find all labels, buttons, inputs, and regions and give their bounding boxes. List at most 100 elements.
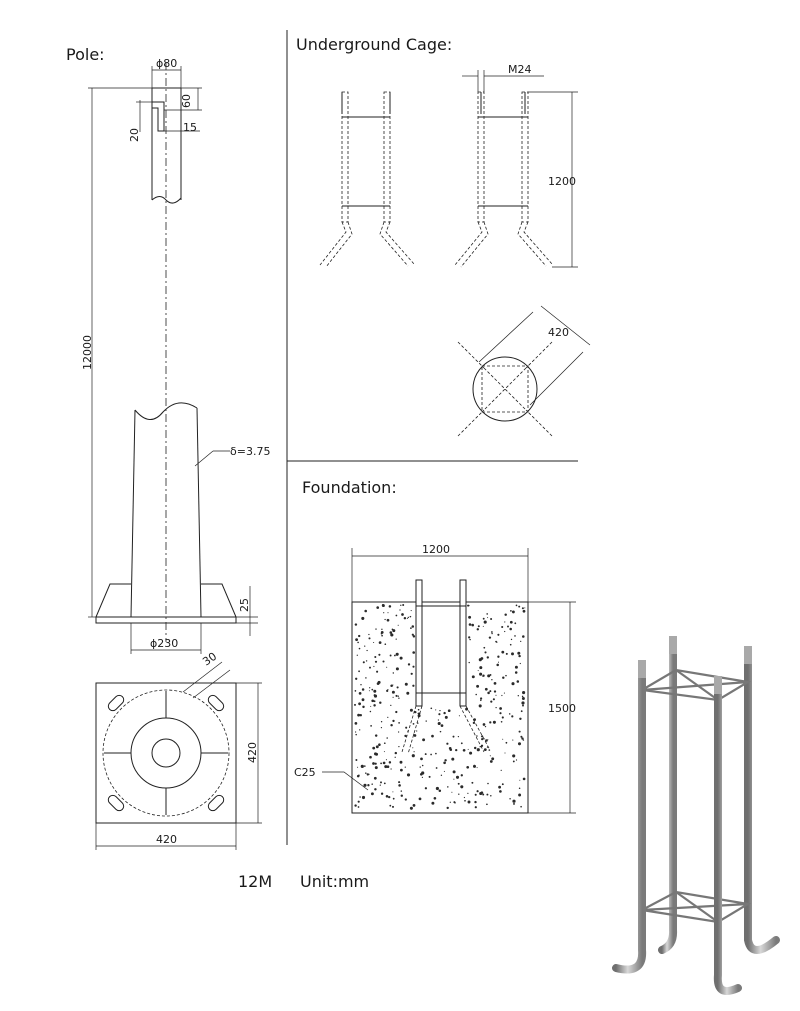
concrete-speck bbox=[520, 710, 523, 713]
concrete-speck bbox=[433, 796, 437, 800]
concrete-speck bbox=[452, 770, 456, 774]
concrete-speck bbox=[453, 778, 455, 780]
concrete-speck bbox=[485, 739, 488, 742]
concrete-speck bbox=[471, 623, 475, 627]
concrete-speck bbox=[359, 729, 361, 731]
concrete-speck bbox=[501, 650, 505, 654]
concrete-speck bbox=[521, 697, 525, 700]
concrete-speck bbox=[483, 748, 487, 752]
concrete-speck bbox=[490, 617, 493, 621]
concrete-speck bbox=[521, 695, 524, 698]
concrete-speck bbox=[522, 777, 526, 781]
concrete-grade-label: C25 bbox=[294, 766, 316, 779]
concrete-speck bbox=[479, 697, 483, 700]
concrete-speck bbox=[394, 751, 397, 755]
concrete-speck bbox=[392, 696, 394, 698]
concrete-speck bbox=[503, 692, 505, 694]
concrete-speck bbox=[391, 805, 395, 808]
concrete-speck bbox=[479, 746, 481, 748]
concrete-speck bbox=[362, 661, 365, 664]
concrete-speck bbox=[371, 783, 373, 785]
concrete-speck bbox=[392, 684, 394, 686]
foundation-width-label: 1200 bbox=[422, 543, 450, 556]
foundation-section bbox=[351, 579, 529, 814]
cage-elevation-left bbox=[319, 91, 415, 268]
concrete-speck bbox=[406, 691, 410, 695]
concrete-speck bbox=[443, 770, 445, 772]
concrete-speck bbox=[515, 759, 518, 761]
concrete-speck bbox=[492, 720, 496, 724]
concrete-speck bbox=[476, 735, 478, 737]
concrete-speck bbox=[440, 774, 443, 776]
concrete-speck bbox=[458, 715, 460, 717]
concrete-speck bbox=[451, 791, 453, 793]
concrete-speck bbox=[398, 722, 400, 724]
concrete-speck bbox=[403, 616, 407, 620]
concrete-speck bbox=[354, 722, 358, 725]
concrete-speck bbox=[357, 641, 359, 644]
pole-title: Pole: bbox=[66, 45, 105, 64]
concrete-speck bbox=[477, 625, 480, 628]
concrete-speck bbox=[484, 687, 488, 691]
concrete-speck bbox=[480, 657, 484, 660]
concrete-speck bbox=[386, 765, 390, 768]
concrete-speck bbox=[368, 690, 370, 692]
cage-elevation-right bbox=[454, 91, 553, 268]
concrete-speck bbox=[360, 764, 364, 768]
concrete-speck bbox=[378, 743, 381, 746]
concrete-speck bbox=[469, 638, 471, 641]
concrete-speck bbox=[368, 633, 370, 636]
concrete-speck bbox=[406, 617, 408, 620]
concrete-speck bbox=[511, 652, 514, 656]
concrete-speck bbox=[462, 748, 466, 752]
concrete-speck bbox=[467, 800, 471, 804]
concrete-speck bbox=[467, 792, 469, 795]
concrete-speck bbox=[451, 757, 455, 761]
concrete-speck bbox=[431, 801, 435, 805]
concrete-speck bbox=[435, 752, 437, 755]
concrete-speck bbox=[447, 786, 449, 788]
concrete-speck bbox=[446, 806, 449, 810]
concrete-speck bbox=[512, 799, 516, 803]
concrete-speck bbox=[373, 704, 376, 707]
concrete-speck bbox=[373, 694, 376, 697]
concrete-speck bbox=[489, 755, 491, 757]
concrete-speck bbox=[517, 651, 521, 655]
concrete-speck bbox=[358, 702, 361, 706]
concrete-speck bbox=[507, 625, 509, 628]
concrete-speck bbox=[365, 772, 367, 774]
plate-height-label: 420 bbox=[246, 742, 259, 763]
concrete-speck bbox=[389, 804, 392, 807]
concrete-speck bbox=[522, 704, 524, 707]
concrete-speck bbox=[370, 725, 372, 727]
concrete-speck bbox=[369, 755, 372, 759]
concrete-speck bbox=[482, 723, 486, 726]
concrete-speck bbox=[488, 749, 491, 751]
concrete-speck bbox=[469, 751, 473, 755]
concrete-speck bbox=[388, 605, 392, 608]
concrete-speck bbox=[398, 697, 400, 699]
concrete-speck bbox=[383, 742, 386, 745]
concrete-speck bbox=[467, 748, 469, 750]
concrete-speck bbox=[512, 760, 515, 763]
concrete-speck bbox=[480, 699, 482, 702]
concrete-speck bbox=[354, 623, 358, 626]
concrete-speck bbox=[399, 760, 403, 764]
concrete-speck bbox=[386, 618, 390, 622]
concrete-speck bbox=[514, 665, 518, 669]
concrete-speck bbox=[395, 614, 398, 617]
concrete-speck bbox=[474, 793, 477, 796]
concrete-speck bbox=[476, 790, 479, 793]
pole-top-diameter: ϕ80 bbox=[156, 57, 177, 70]
concrete-speck bbox=[420, 757, 423, 761]
concrete-speck bbox=[491, 632, 493, 635]
concrete-speck bbox=[487, 617, 489, 619]
concrete-speck bbox=[512, 754, 516, 758]
concrete-speck bbox=[520, 735, 523, 738]
concrete-speck bbox=[361, 795, 366, 800]
cage-3d-frames bbox=[638, 668, 752, 924]
concrete-speck bbox=[509, 627, 512, 631]
concrete-speck bbox=[496, 641, 498, 643]
concrete-speck bbox=[518, 793, 522, 797]
concrete-speck bbox=[519, 779, 521, 781]
